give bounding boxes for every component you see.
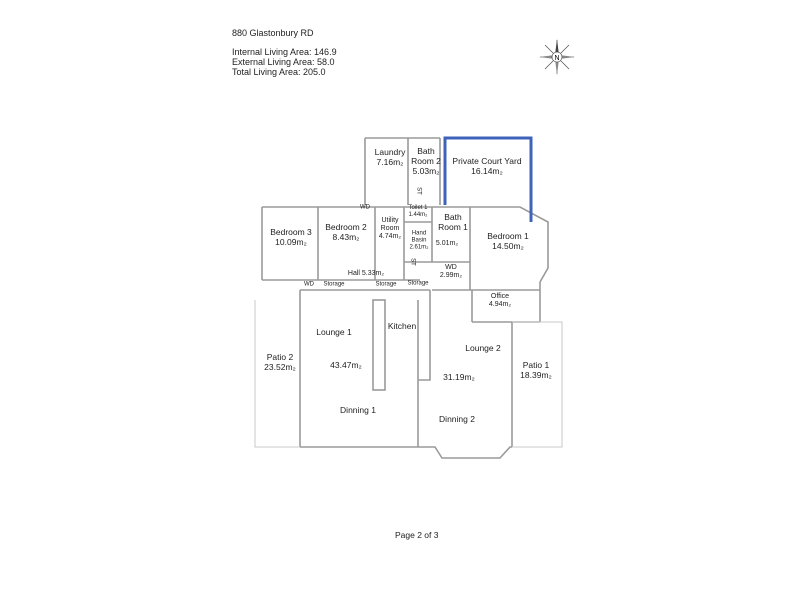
room-lounge1-area: 43.47m₂ [330, 360, 362, 370]
wall-bedroom1-bay [475, 206, 549, 283]
compass-icon: N [539, 39, 575, 75]
page-indicator: Page 2 of 3 [395, 530, 439, 540]
room-dinning2: Dinning 2 [439, 414, 475, 424]
marker-st-1: ST [415, 187, 422, 195]
room-lounge2: Lounge 2 [465, 343, 501, 353]
room-bath1: Bath Room 1 [438, 212, 468, 232]
kitchen-bench [372, 299, 386, 391]
marker-storage-1: Storage [323, 281, 345, 288]
wall-lounge2-corner [418, 290, 431, 381]
external-area: External Living Area: 58.0 [232, 57, 335, 67]
internal-area: Internal Living Area: 146.9 [232, 47, 337, 57]
compass-letter: N [554, 55, 559, 62]
patio2-outline [254, 300, 300, 448]
marker-storage-3: Storage [407, 280, 429, 287]
room-hall: Hall 5.33m₂ [347, 270, 385, 277]
courtyard-highlight [443, 136, 533, 222]
patio1-outline [512, 321, 563, 448]
wall-dining2-bay [418, 446, 512, 459]
marker-storage-2: Storage [375, 281, 397, 288]
marker-st-2: ST [409, 258, 416, 266]
room-bath1-area: 5.01m₂ [435, 240, 459, 247]
room-lounge1: Lounge 1 [316, 327, 352, 337]
room-lounge2-area: 31.19m₂ [443, 372, 475, 382]
room-kitchen: Kitchen [387, 321, 417, 331]
marker-wd-top: WD [360, 204, 370, 211]
total-area: Total Living Area: 205.0 [232, 67, 326, 77]
marker-wd-left: WD [304, 281, 314, 288]
room-dinning1: Dinning 1 [340, 405, 376, 415]
address-title: 880 Glastonbury RD [232, 28, 314, 38]
